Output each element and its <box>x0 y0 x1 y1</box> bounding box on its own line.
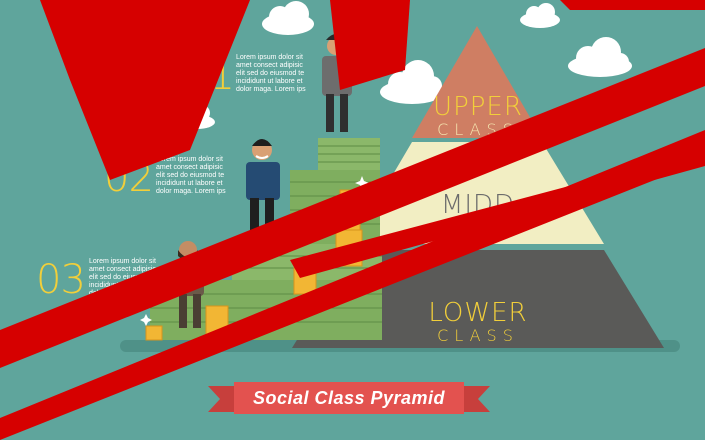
lower-class-label: LOWER CLASS <box>418 300 538 344</box>
lower-class-title: LOWER <box>428 298 528 328</box>
overlay-stroke <box>40 0 250 180</box>
lower-class-subtitle: CLASS <box>437 326 519 345</box>
sparkle-icon <box>140 176 369 326</box>
upper-class-title: UPPER <box>433 92 523 122</box>
person-icon <box>246 139 280 238</box>
cloud-icon <box>380 60 444 104</box>
level-description-01: Lorem ipsum dolor sit amet consect adipi… <box>236 54 306 93</box>
ribbon-right-tail <box>464 386 490 412</box>
overlay-stroke <box>0 130 705 440</box>
cloud-icon <box>262 1 314 35</box>
overlay-stroke <box>290 150 705 278</box>
cloud-icon <box>568 37 632 77</box>
ribbon-left-tail <box>208 386 234 412</box>
pyramid-upper-tier <box>412 26 542 138</box>
overlay-stroke <box>330 0 410 90</box>
overlay-stroke <box>560 0 705 10</box>
level-number-03: 03 <box>36 257 86 303</box>
cloud-icon <box>520 3 560 28</box>
level-description-02: Lorem ipsum dolor sit amet consect adipi… <box>156 156 226 195</box>
title-ribbon: Social Class Pyramid <box>234 382 464 414</box>
overlay-stroke <box>0 48 705 368</box>
